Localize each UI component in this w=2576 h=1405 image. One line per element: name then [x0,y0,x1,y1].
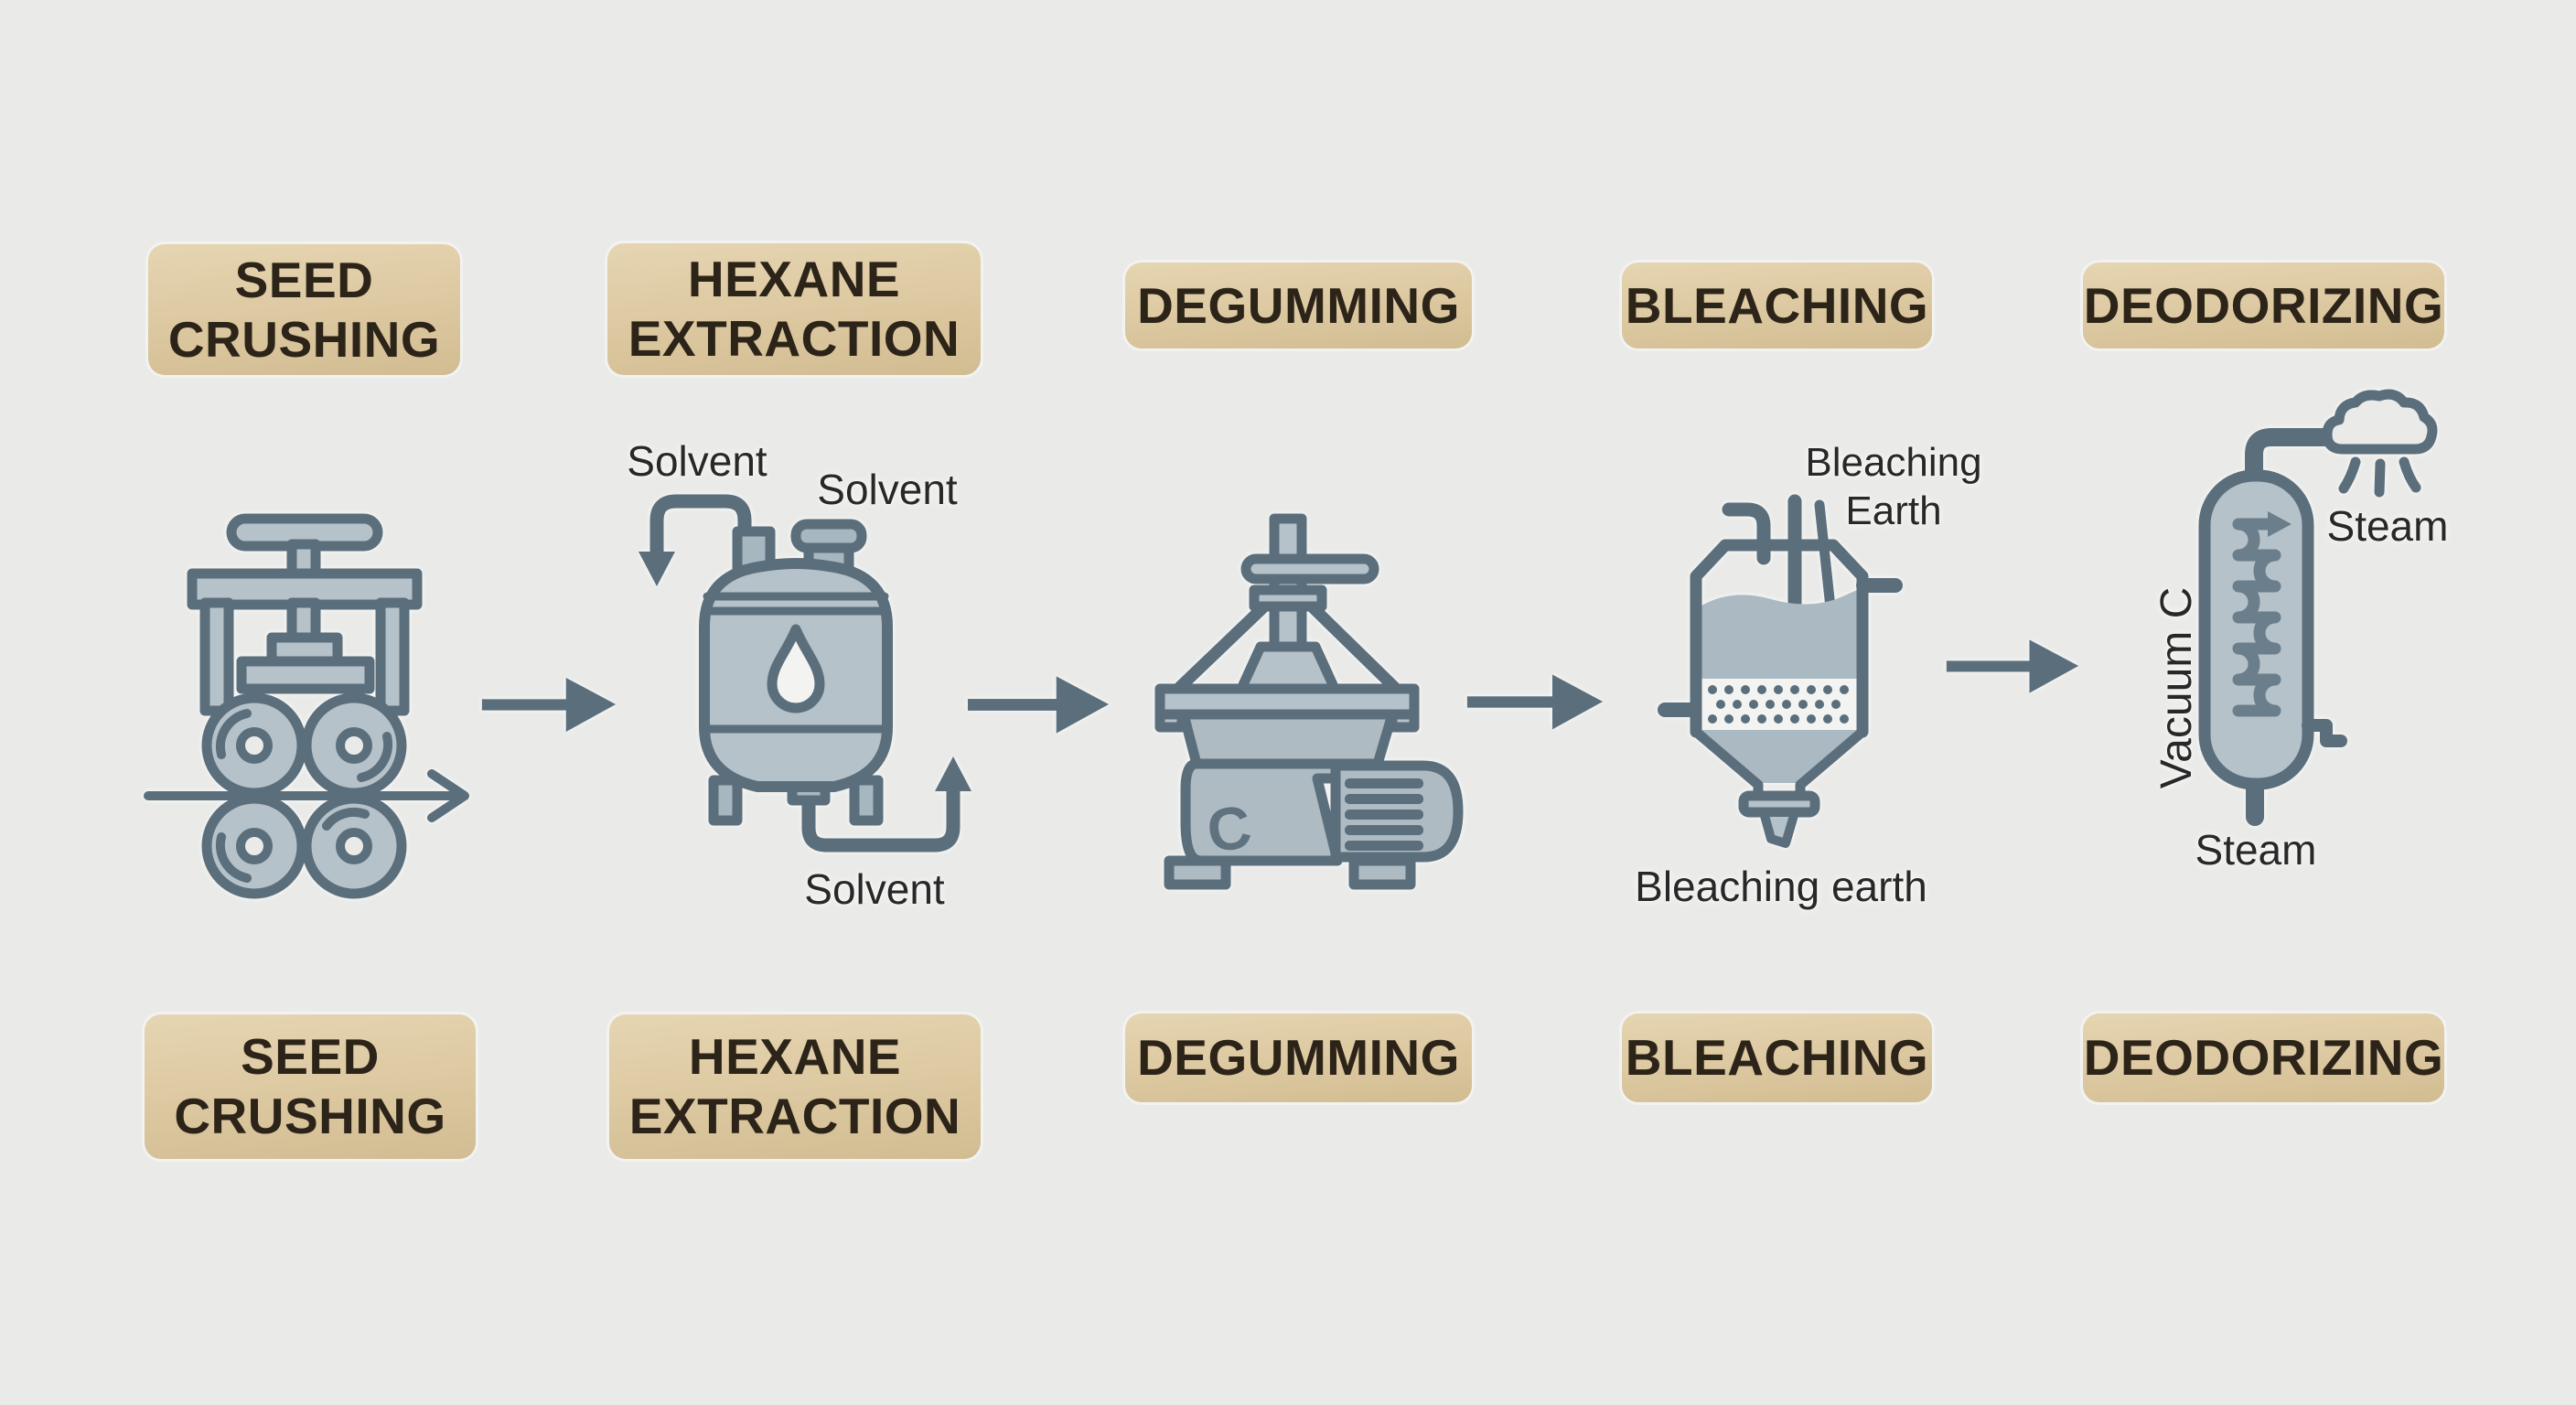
vapor-outlet-pipe [2245,428,2334,489]
annotation-bleaching-earth-top: Bleaching Earth [1805,440,1982,533]
stage-label-bottom-deodorizing: DEODORIZING [2083,1014,2444,1102]
flow-arrow-3-icon [1466,674,1604,730]
flow-arrow-4-icon [1946,639,2079,693]
annotation-bleaching-earth-bottom: Bleaching earth [1635,863,1927,910]
centrifuge-icon: C [1154,513,1464,890]
heating-coil [2232,518,2281,717]
right-stub-pipe [2302,719,2347,747]
filter-dots [1708,685,1849,724]
solvent-inlet-arrowhead [639,552,675,586]
stage-label-bottom-hexane-extraction: HEXANE EXTRACTION [609,1014,981,1159]
stage-label-top-deodorizing: DEODORIZING [2083,263,2444,349]
flow-arrow-2-icon [967,676,1110,734]
oil-droplet-icon [767,624,825,713]
feed-arrowhead [427,769,469,822]
stage-label-top-hexane-extraction: HEXANE EXTRACTION [607,243,981,375]
annotation-solvent-out: Solvent [804,865,945,913]
stage-label-bottom-seed-crushing: SEED CRUSHING [145,1014,476,1159]
solvent-inlet-pipe [649,494,752,561]
solvent-outlet-arrowhead [935,756,971,791]
stage-label-top-seed-crushing: SEED CRUSHING [148,244,460,375]
bleaching-vessel-icon [1658,494,1903,848]
centrifuge-struts [1174,600,1401,693]
annotation-steam-bottom: Steam [2195,826,2317,874]
annotation-solvent-in: Solvent [627,437,767,485]
extraction-tank-icon [639,494,971,853]
annotation-vacuum-side: Vacuum C [2152,586,2202,789]
vessel-wall [1690,539,1869,738]
earth-chute-line [1814,499,1836,613]
coil-arrowhead [2268,511,2292,537]
steam-cloud-icon [2322,389,2438,455]
stage-label-bottom-degumming: DEGUMMING [1125,1014,1472,1102]
rotation-emblem: C [1203,792,1256,865]
flow-arrow-1-icon [481,677,617,732]
motor-fins [1345,778,1423,851]
stage-label-top-bleaching: BLEACHING [1622,263,1932,349]
annotation-steam-top: Steam [2326,502,2449,550]
steam-rays [2338,456,2421,498]
deodorizer-column-icon [2198,389,2438,826]
roller-press-icon [144,513,469,899]
crusher-rollers [201,692,407,899]
annotation-solvent-top: Solvent [817,466,958,513]
stage-label-top-degumming: DEGUMMING [1125,263,1472,349]
drain-spout [1759,808,1799,848]
stage-label-bottom-bleaching: BLEACHING [1622,1014,1932,1102]
solvent-outlet-pipe [801,782,961,853]
earth-inlet-pipe [1722,502,1771,565]
